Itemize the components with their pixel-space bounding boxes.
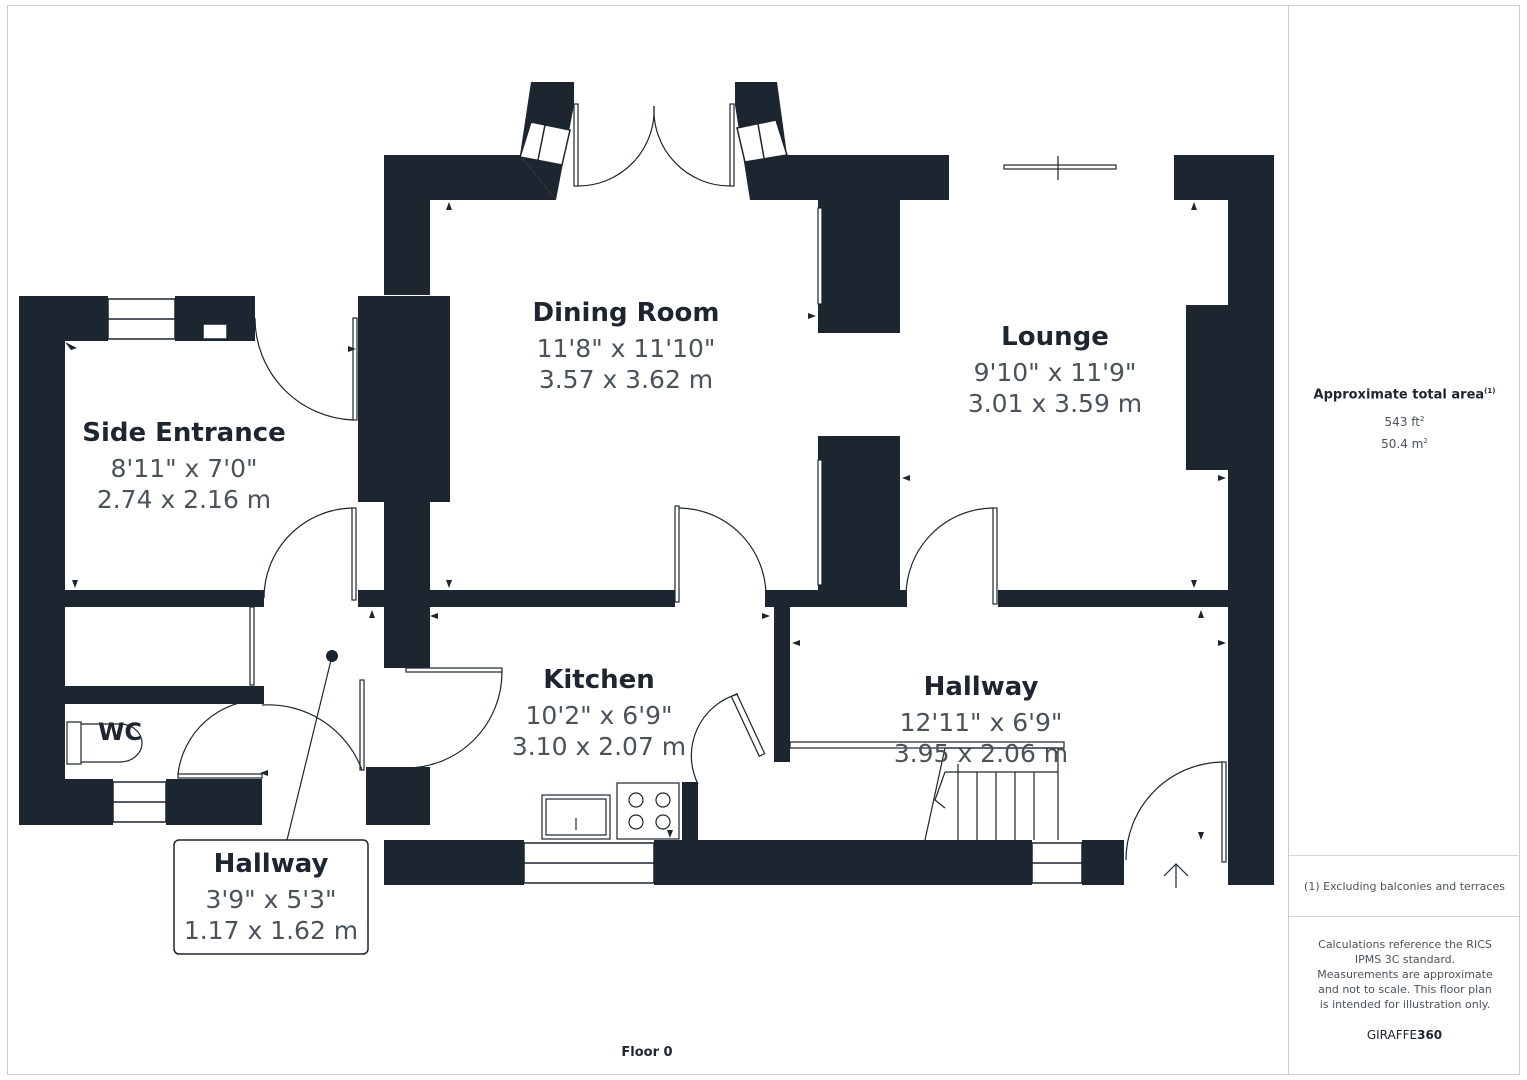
wall-side-entrance-north-a <box>19 296 108 341</box>
room-dim-hallway-small-imperial: 3'9" x 5'3" <box>205 885 336 914</box>
room-dim-kitchen-metric: 3.10 x 2.07 m <box>512 732 686 761</box>
bay-pier-east <box>735 82 949 200</box>
area-sqft-value: 543 ft <box>1384 415 1420 429</box>
vent-side-entrance <box>202 323 228 340</box>
windows <box>107 119 1083 884</box>
walls <box>19 82 1274 885</box>
hallway-callout-box <box>173 839 369 955</box>
wall-south-b <box>654 840 1032 885</box>
room-dim-kitchen-imperial: 10'2" x 6'9" <box>526 701 673 730</box>
entrance-arrow-icon <box>1163 863 1189 888</box>
room-dim-dining-imperial: 11'8" x 11'10" <box>537 334 716 363</box>
room-dim-lounge-imperial: 9'10" x 11'9" <box>974 358 1137 387</box>
room-name-dining: Dining Room <box>533 298 720 328</box>
brand-prefix: GIRAFFE <box>1366 1028 1418 1042</box>
chimney-breast-lounge <box>1186 305 1228 470</box>
room-name-lounge: Lounge <box>1001 322 1109 352</box>
wall-kitchen-east <box>774 607 790 762</box>
area-title: Approximate total area(1) <box>1289 387 1520 402</box>
wall-hallway-north <box>998 590 1228 607</box>
floor-plan: Dining Room 11'8" x 11'10" 3.57 x 3.62 m… <box>19 82 1274 955</box>
disclaimer-text: Calculations reference the RICS IPMS 3C … <box>1317 938 1493 1011</box>
room-name-hallway: Hallway <box>924 672 1039 702</box>
room-name-kitchen: Kitchen <box>543 665 655 695</box>
room-name-wc: WC <box>98 718 142 746</box>
info-sidebar: Approximate total area(1) 543 ft2 50.4 m… <box>1288 5 1520 1075</box>
kitchen-unit-end <box>682 782 698 840</box>
brand-suffix: 360 <box>1417 1028 1443 1042</box>
wall-dining-west-lower <box>384 502 430 668</box>
wall-south-c <box>1082 840 1124 885</box>
dimension-markers <box>65 202 1226 840</box>
room-dim-hallway-metric: 3.95 x 2.06 m <box>894 739 1068 768</box>
area-note-marker: (1) <box>1484 387 1496 395</box>
footnote-text: (1) Excluding balconies and terraces <box>1304 880 1505 893</box>
room-name-side-entrance: Side Entrance <box>82 418 286 448</box>
wall-north-west <box>384 155 556 200</box>
wall-west <box>19 296 65 825</box>
area-sqm-value: 50.4 m <box>1381 437 1424 451</box>
chimney-breast-upper <box>818 200 900 333</box>
chimney-breast-dining <box>358 296 450 502</box>
kitchen-hob <box>616 782 680 840</box>
staircase <box>789 741 1065 841</box>
room-dim-side-entrance-metric: 2.74 x 2.16 m <box>97 485 271 514</box>
area-sqm: 50.4 m2 <box>1289 437 1520 451</box>
hallway-leader-line <box>286 655 333 841</box>
area-section: Approximate total area(1) 543 ft2 50.4 m… <box>1289 5 1520 856</box>
wall-side-entrance-south <box>19 590 264 607</box>
doors <box>177 103 1227 863</box>
wall-east <box>1228 155 1274 885</box>
fixtures <box>66 655 1189 888</box>
wall-wc-south-b <box>166 779 262 825</box>
area-sqm-unit: 2 <box>1423 437 1428 445</box>
wall-hall-north <box>358 590 430 607</box>
room-dim-hallway-imperial: 12'11" x 6'9" <box>900 708 1063 737</box>
chimney-breast-lower <box>818 436 900 590</box>
room-dim-lounge-metric: 3.01 x 3.59 m <box>968 389 1142 418</box>
floor-label: Floor 0 <box>621 1045 673 1060</box>
kitchen-sink <box>541 794 611 840</box>
room-dim-hallway-small-metric: 1.17 x 1.62 m <box>184 916 358 945</box>
area-sqft: 543 ft2 <box>1289 415 1520 429</box>
wall-wc-north <box>19 686 264 704</box>
wall-wc-south-a <box>19 779 113 825</box>
wc-cistern <box>66 721 82 765</box>
page-frame <box>7 5 1520 1075</box>
wall-hall-south <box>366 767 430 825</box>
bay-window-east <box>736 119 788 163</box>
room-dim-dining-metric: 3.57 x 3.62 m <box>539 365 713 394</box>
footnote-section: (1) Excluding balconies and terraces <box>1289 856 1520 917</box>
room-name-hallway-small: Hallway <box>214 849 329 879</box>
bay-window-west <box>519 121 571 166</box>
room-dim-side-entrance-imperial: 8'11" x 7'0" <box>111 454 258 483</box>
wall-kitchen-north-b <box>765 590 907 607</box>
area-title-text: Approximate total area <box>1313 387 1485 403</box>
wall-kitchen-north-a <box>430 590 675 607</box>
area-sqft-unit: 2 <box>1419 415 1425 423</box>
hallway-marker <box>326 650 338 662</box>
wall-south-a <box>384 840 524 885</box>
brand-logo: GIRAFFE360 <box>1289 1028 1520 1042</box>
